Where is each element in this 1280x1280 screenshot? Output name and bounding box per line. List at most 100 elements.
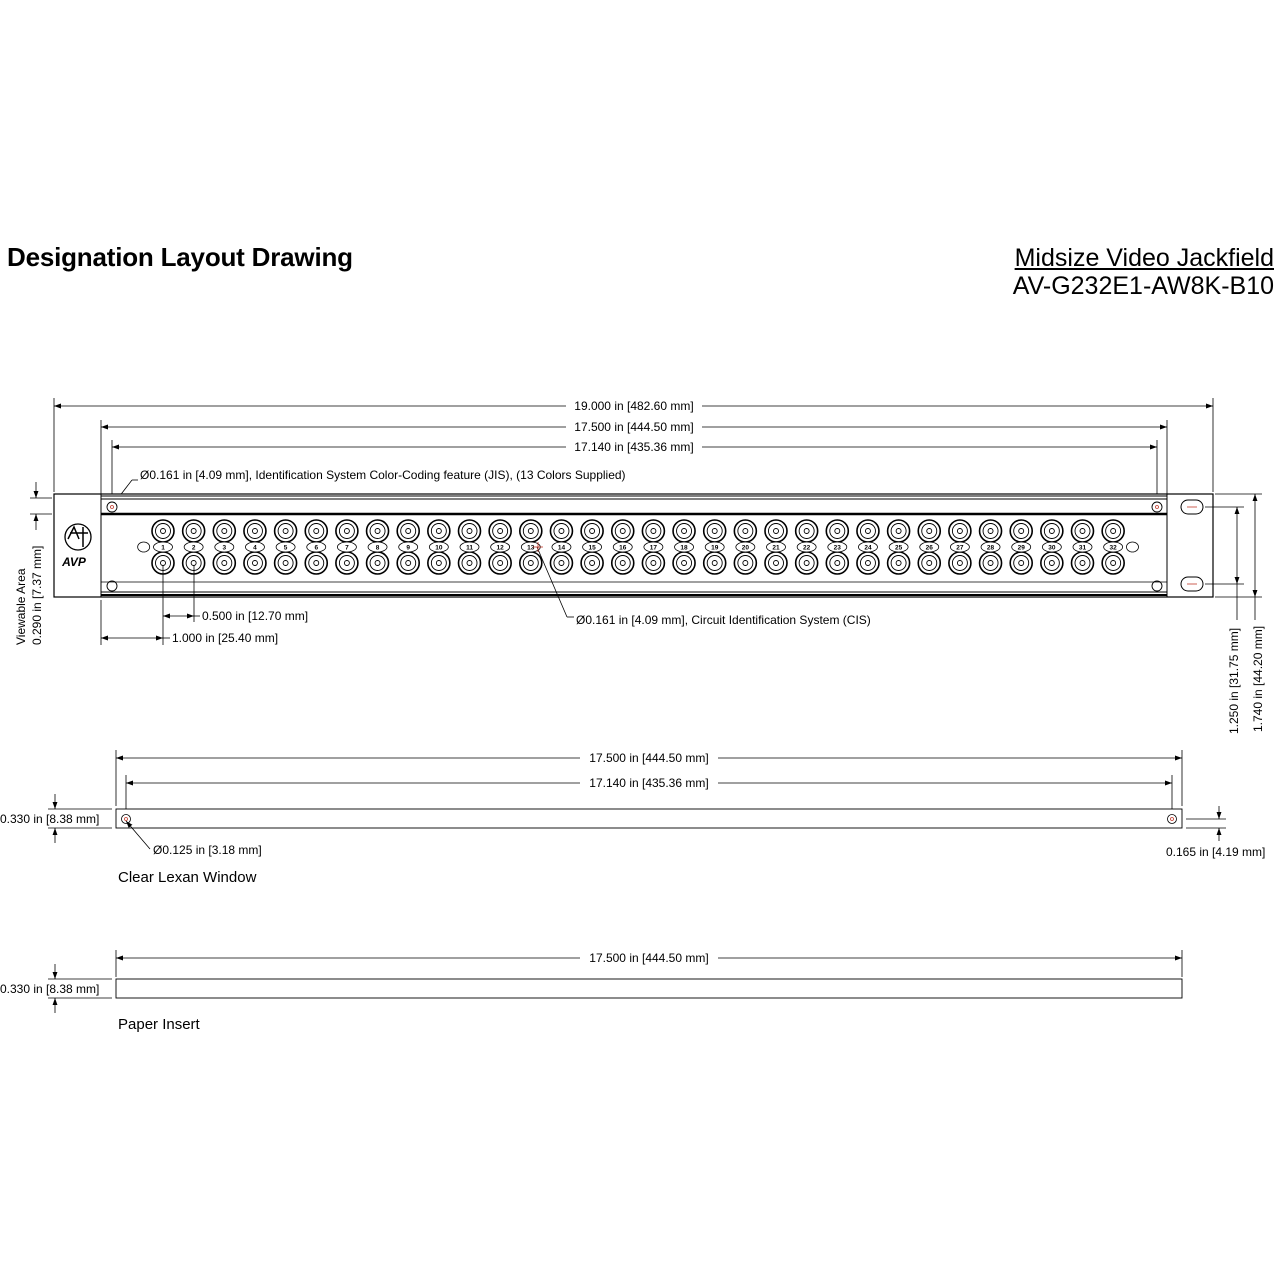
designation-oval <box>245 541 265 553</box>
cis-callout: Ø0.161 in [4.09 mm], Circuit Identificat… <box>567 613 871 627</box>
part-number: AV-G232E1-AW8K-B10 <box>1012 272 1274 300</box>
rack-slot-top <box>1180 499 1204 515</box>
jack-pair: 14 <box>549 519 574 575</box>
designation-oval <box>766 541 786 553</box>
jack-pair: 21 <box>764 519 788 575</box>
jack-pair: 20 <box>733 519 758 575</box>
designation-oval <box>214 541 235 553</box>
jack-pair: 11 <box>457 519 482 575</box>
jack-pair: 19 <box>702 519 727 575</box>
lexan-width: 17.500 in [444.50 mm] <box>589 751 708 765</box>
designation-oval <box>398 541 419 553</box>
end-oval <box>1126 541 1139 553</box>
jack-number: 5 <box>284 545 288 552</box>
jack-pair: 23 <box>825 519 850 575</box>
product-block: Midsize Video Jackfield AV-G232E1-AW8K-B… <box>1013 244 1274 300</box>
jack-number: 4 <box>253 545 257 552</box>
jack-number: 10 <box>435 545 443 552</box>
jack-number: 31 <box>1079 545 1087 552</box>
jack-pair: 32 <box>1101 519 1125 575</box>
jack-number: 29 <box>1018 545 1026 552</box>
designation-oval <box>674 541 694 553</box>
jack-pair: 15 <box>580 519 604 575</box>
designation-oval <box>367 541 388 553</box>
jack-spacing-dimensions <box>100 565 200 645</box>
jack-pair: 26 <box>917 519 942 575</box>
jack-number: 27 <box>956 545 964 552</box>
jack-number: 25 <box>895 545 903 552</box>
designation-oval <box>858 541 878 553</box>
dim-jack-pitch: 0.500 in [12.70 mm] <box>202 609 308 623</box>
lexan-height: 0.330 in [8.38 mm] <box>0 812 99 826</box>
jack-pair: 27 <box>948 519 972 575</box>
jack-number: 7 <box>345 545 349 552</box>
dim-hole-spacing: 17.140 in [435.36 mm] <box>574 440 693 454</box>
paper-height: 0.330 in [8.38 mm] <box>0 982 99 996</box>
jack-pair: 5 <box>273 519 298 575</box>
jack-number: 28 <box>987 545 995 552</box>
designation-oval <box>428 541 449 553</box>
end-oval <box>137 541 151 553</box>
logo-text: AVP <box>61 555 87 569</box>
jack-number: 16 <box>619 545 627 552</box>
jack-number: 2 <box>192 545 196 552</box>
jack-number: 26 <box>926 545 934 552</box>
jack-pair: 24 <box>856 519 880 575</box>
jack-number: 14 <box>558 545 566 552</box>
designation-oval <box>919 541 940 553</box>
dim-panel-width: 17.500 in [444.50 mm] <box>574 420 693 434</box>
jack-number: 32 <box>1110 545 1118 552</box>
designation-oval <box>275 541 296 553</box>
panel-height-dimensions <box>1205 493 1262 620</box>
jack-number: 13 <box>527 545 535 552</box>
rack-slot-bottom <box>1180 576 1204 592</box>
jack-number: 19 <box>711 545 719 552</box>
designation-oval <box>582 541 602 553</box>
paper-caption: Paper Insert <box>118 1016 201 1033</box>
jis-hole-right <box>1151 501 1163 513</box>
paper-insert-drawing: 17.500 in [444.50 mm] 0.330 in [8.38 mm]… <box>0 950 1183 1033</box>
jack-pair: 3 <box>212 519 237 575</box>
designation-oval <box>612 541 633 553</box>
designation-oval <box>306 541 327 553</box>
jack-pair: 7 <box>335 519 359 575</box>
jack-pair: 16 <box>610 519 635 575</box>
designation-oval <box>1011 541 1032 553</box>
jack-pair: 4 <box>243 519 267 575</box>
designation-oval <box>980 541 1001 553</box>
lexan-caption: Clear Lexan Window <box>118 869 257 886</box>
dim-first-jack-offset: 1.000 in [25.40 mm] <box>172 631 278 645</box>
designation-oval <box>827 541 848 553</box>
designation-oval <box>1072 541 1093 553</box>
jack-pair: 17 <box>641 519 666 575</box>
product-name: Midsize Video Jackfield <box>1014 244 1274 272</box>
lexan-window-outline <box>115 808 1183 829</box>
designation-oval <box>336 541 357 553</box>
jack-pair: 18 <box>672 519 696 575</box>
paper-width: 17.500 in [444.50 mm] <box>589 951 708 965</box>
jack-number: 22 <box>803 545 811 552</box>
viewable-area-label: Viewable Area <box>14 568 28 645</box>
designation-oval <box>704 541 725 553</box>
jack-number: 1 <box>161 545 165 552</box>
lexan-hole-spacing: 17.140 in [435.36 mm] <box>589 776 708 790</box>
dim-overall-width: 19.000 in [482.60 mm] <box>574 399 693 413</box>
dim-panel-height: 1.740 in [44.20 mm] <box>1251 626 1265 732</box>
lexan-hole-center: 0.165 in [4.19 mm] <box>1166 845 1265 859</box>
designation-oval <box>643 541 664 553</box>
designation-oval <box>551 541 572 553</box>
lexan-hole-dia: Ø0.125 in [3.18 mm] <box>153 843 262 857</box>
jack-pair: 13 <box>518 519 543 575</box>
jack-number: 18 <box>680 545 688 552</box>
jack-number: 3 <box>222 545 226 552</box>
jack-number: 8 <box>376 545 380 552</box>
cis-callout-text: Ø0.161 in [4.09 mm], Circuit Identificat… <box>576 613 871 627</box>
jack-number: 15 <box>588 545 596 552</box>
jack-pair: 28 <box>978 519 1003 575</box>
jack-pair: 6 <box>304 519 329 575</box>
jack-number: 20 <box>742 545 750 552</box>
jis-hole-left <box>106 501 118 513</box>
designation-oval <box>1103 541 1124 553</box>
jack-number: 23 <box>834 545 842 552</box>
